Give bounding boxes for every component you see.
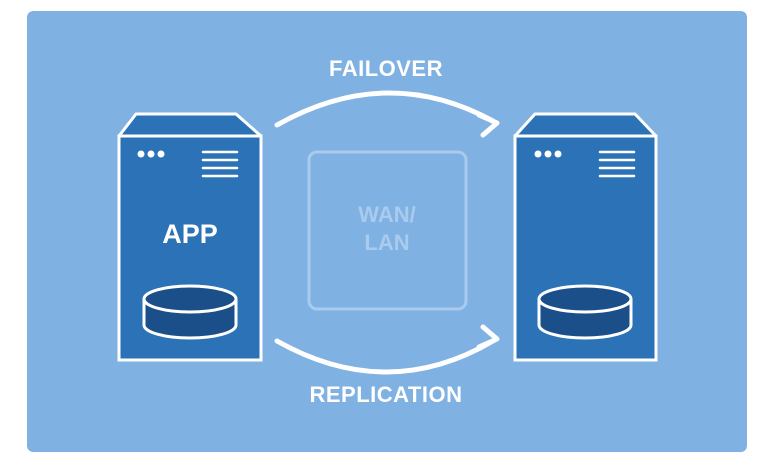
replication-arrow	[274, 324, 500, 375]
right-server-vent-icon	[598, 150, 636, 178]
right-server-top	[513, 112, 658, 138]
left-server-vent-icon	[201, 150, 239, 178]
left-server: APP	[117, 112, 263, 362]
right-database-icon	[537, 284, 633, 340]
failover-label: FAILOVER	[329, 56, 443, 81]
left-server-top	[117, 112, 263, 138]
left-database-icon	[142, 284, 238, 340]
network-label-line2: LAN	[364, 230, 409, 255]
right-server-dots-icon	[534, 150, 562, 158]
replication-label: REPLICATION	[310, 382, 463, 407]
network-label-line1: WAN/	[358, 202, 415, 227]
right-server	[513, 112, 658, 362]
left-server-dots-icon	[137, 150, 165, 158]
failover-arrow	[274, 90, 500, 138]
diagram-panel: FAILOVER REPLICATION WAN/ LAN	[27, 11, 747, 452]
network-box: WAN/ LAN	[307, 150, 468, 311]
failover-replication-diagram: FAILOVER REPLICATION WAN/ LAN	[27, 11, 747, 452]
app-label: APP	[162, 219, 218, 249]
